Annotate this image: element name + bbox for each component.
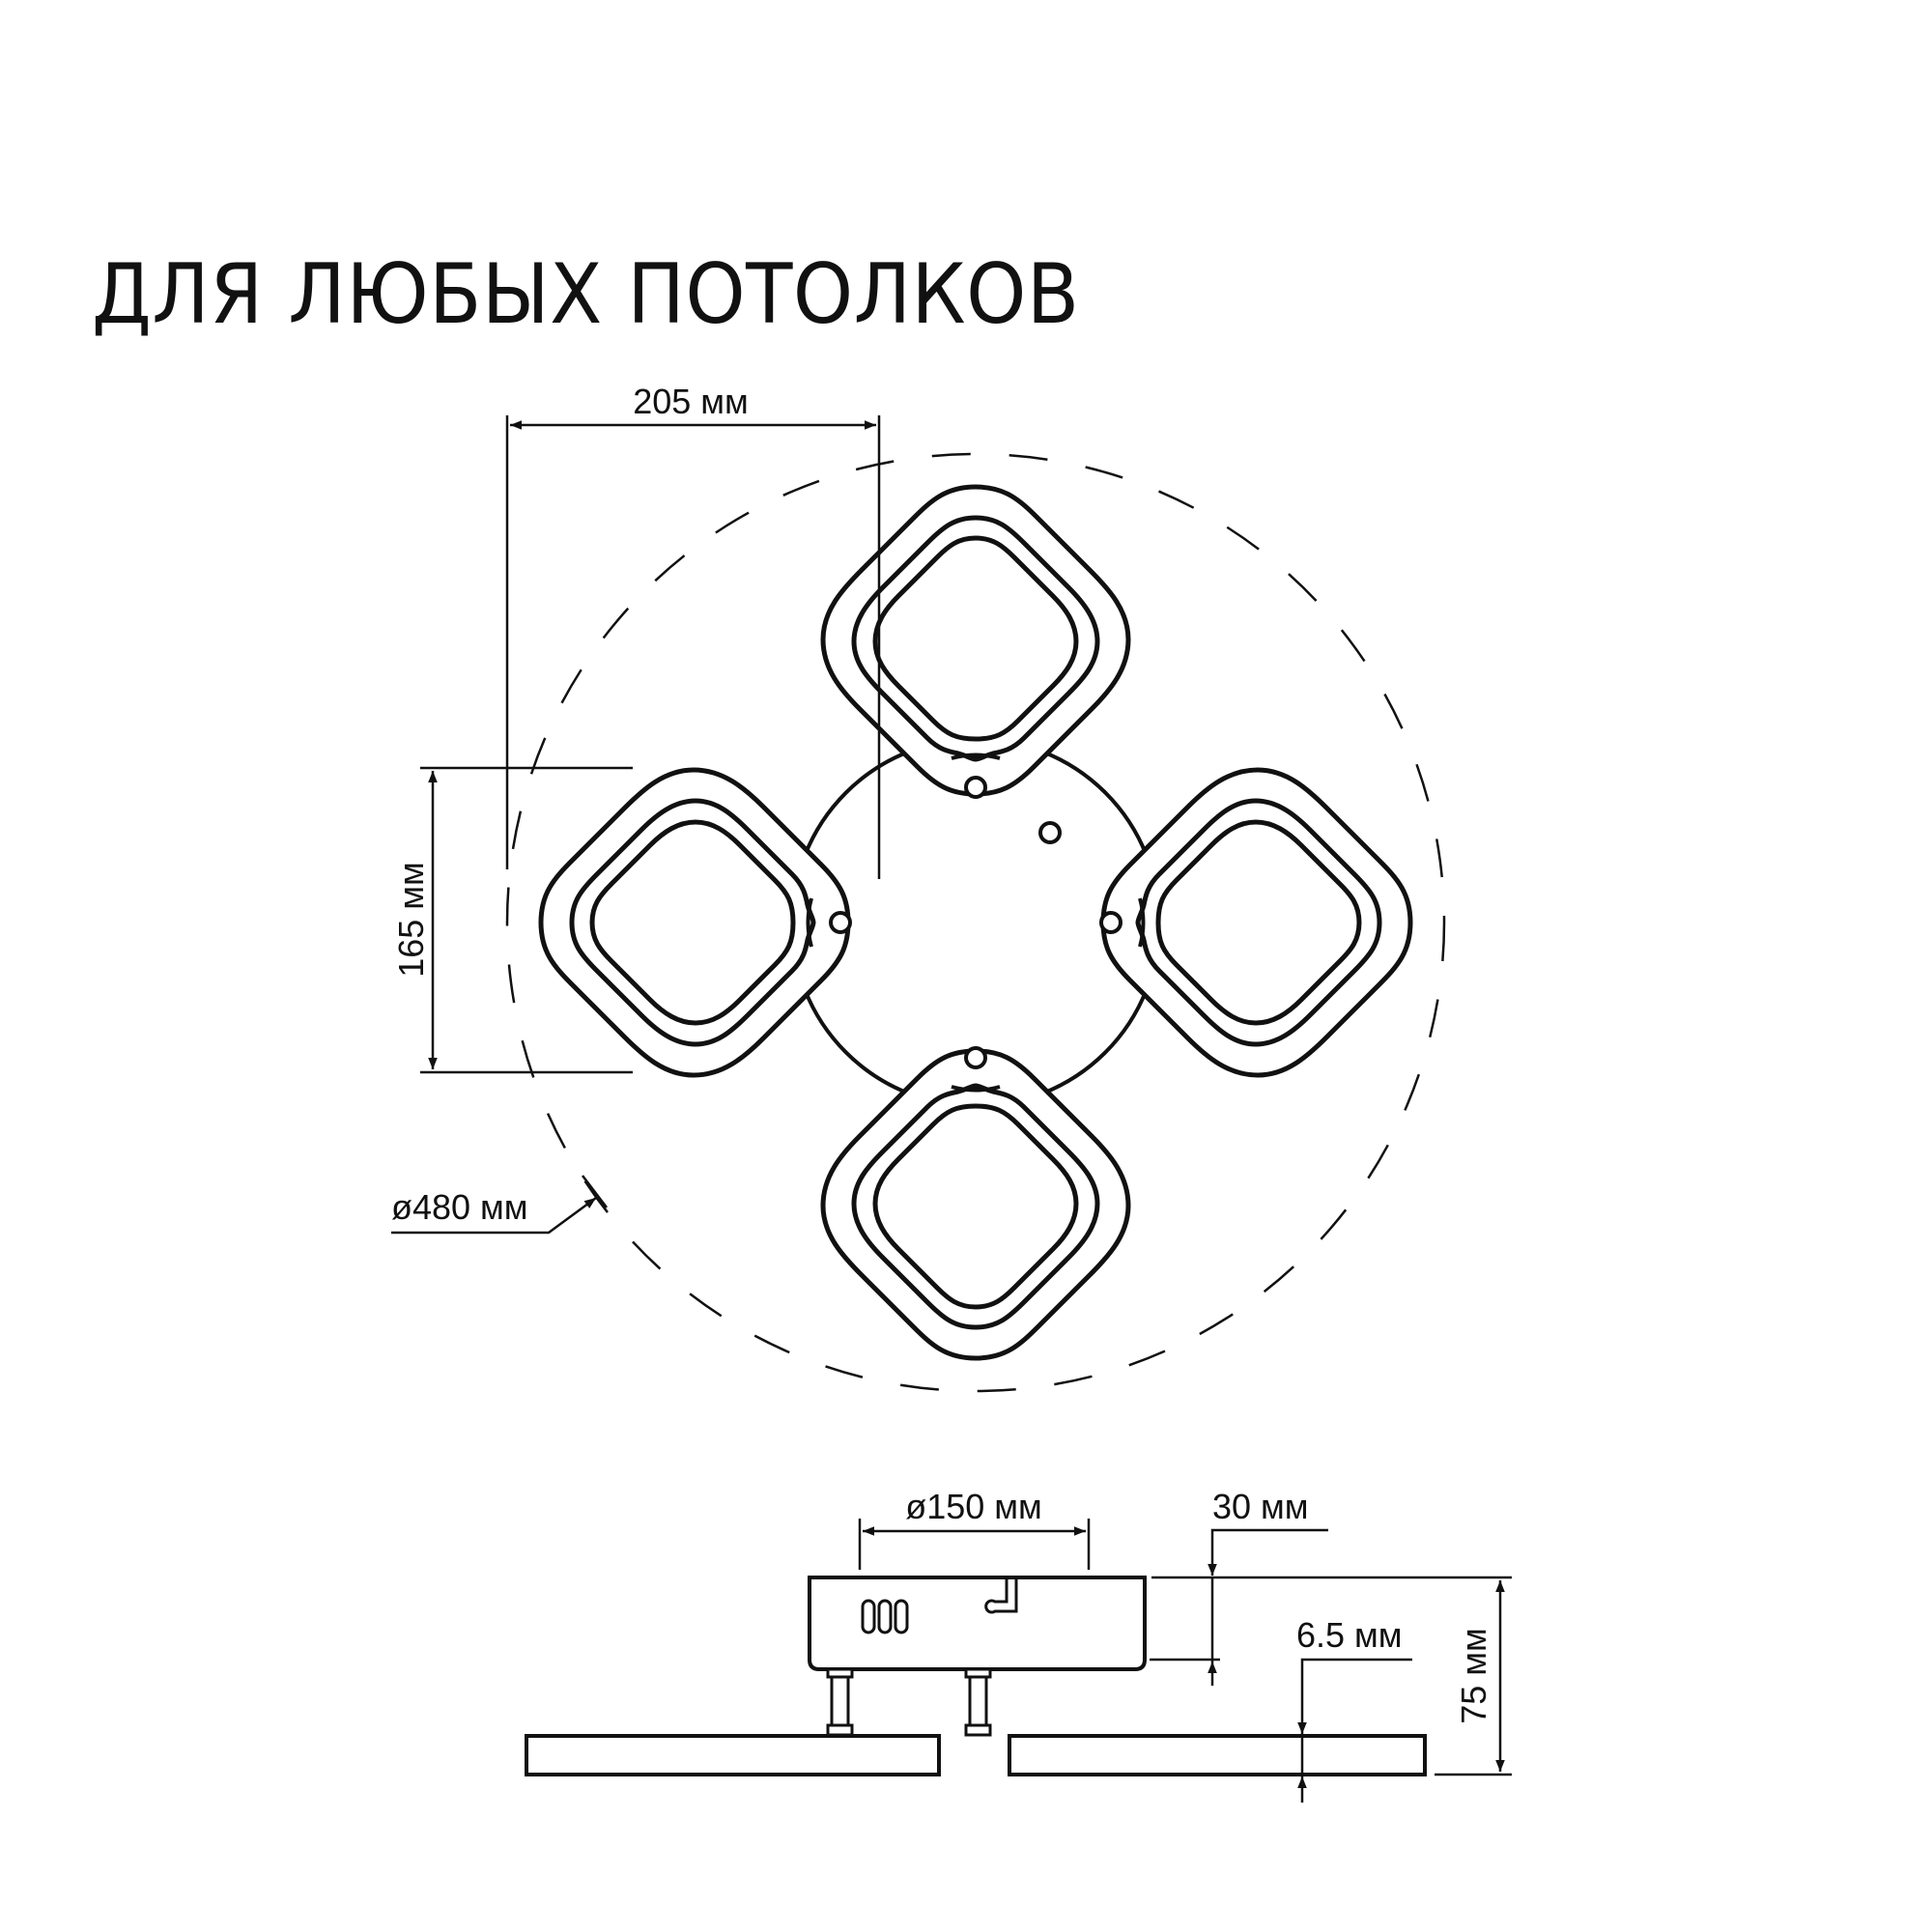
petal-left bbox=[541, 770, 848, 1075]
petal-top bbox=[823, 487, 1128, 794]
light-panel-left bbox=[525, 1734, 941, 1776]
side-view: ø150 мм 30 мм 6.5 мм 75 мм bbox=[525, 1487, 1512, 1803]
dim-petal-height: 165 мм bbox=[391, 862, 431, 978]
screw-icon bbox=[964, 776, 987, 799]
top-view: 205 мм 165 мм ø480 мм bbox=[391, 382, 1446, 1393]
vent-slot-icon bbox=[894, 1599, 909, 1634]
petal-right bbox=[1103, 770, 1410, 1075]
stem-right bbox=[964, 1667, 992, 1737]
screw-icon bbox=[1099, 911, 1122, 934]
dim-petal-width: 205 мм bbox=[633, 382, 749, 421]
vent-slot-icon bbox=[877, 1599, 893, 1634]
screw-icon bbox=[964, 1046, 987, 1069]
stem-left bbox=[826, 1667, 854, 1737]
overall-diameter-circle bbox=[505, 452, 1446, 1393]
vent-slot-icon bbox=[861, 1599, 876, 1634]
hook-icon bbox=[984, 1578, 1018, 1614]
dim-panel-thickness: 6.5 мм bbox=[1296, 1615, 1403, 1655]
hub-hole-icon bbox=[1038, 821, 1062, 844]
page-title: ДЛЯ ЛЮБЫХ ПОТОЛКОВ bbox=[92, 246, 1080, 343]
dim-base-height: 30 мм bbox=[1212, 1487, 1309, 1526]
dim-overall-diameter: ø480 мм bbox=[391, 1187, 528, 1227]
light-panel-right bbox=[1008, 1734, 1427, 1776]
dim-total-height: 75 мм bbox=[1454, 1628, 1493, 1724]
ceiling-base bbox=[808, 1576, 1147, 1671]
dim-base-diameter: ø150 мм bbox=[905, 1487, 1042, 1526]
petal-bottom bbox=[823, 1051, 1128, 1358]
screw-icon bbox=[829, 911, 852, 934]
